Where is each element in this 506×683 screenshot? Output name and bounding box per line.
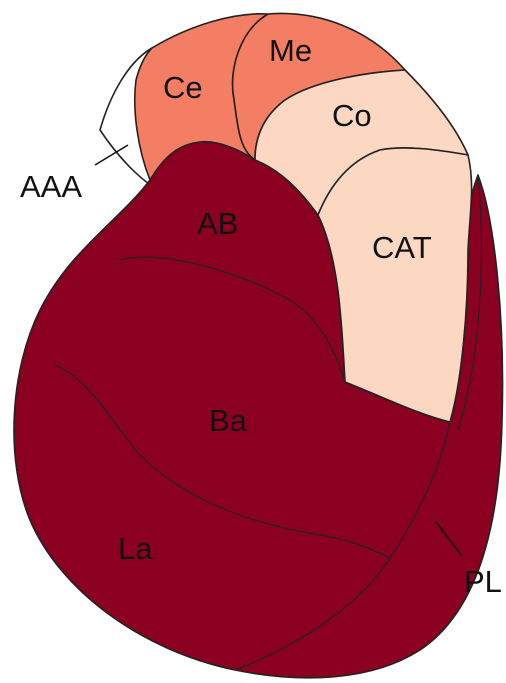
label-pl: PL — [464, 564, 502, 599]
label-cat: CAT — [372, 230, 432, 265]
label-la: La — [118, 531, 153, 566]
label-aaa: AAA — [20, 169, 82, 204]
label-ab: AB — [197, 206, 238, 241]
label-ce: Ce — [163, 70, 203, 105]
label-co: Co — [332, 98, 372, 133]
label-me: Me — [269, 33, 312, 68]
label-ba: Ba — [209, 403, 248, 438]
